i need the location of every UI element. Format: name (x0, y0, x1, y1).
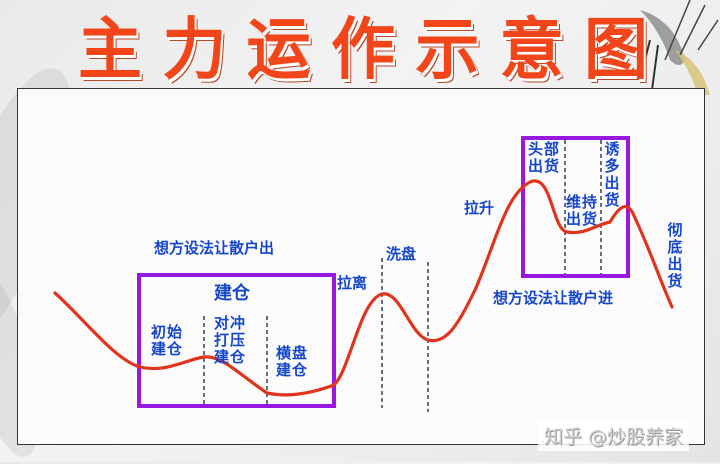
stage-pull-away: 拉离 (337, 274, 368, 292)
stage-initial-accumulation: 初始建仓 (151, 323, 184, 358)
stage-hedge-suppress-accumulation: 对冲打压建仓 (214, 314, 247, 366)
caption-retail-out: 想方设法让散户出 (154, 239, 275, 257)
fish-illustration-icon (639, 0, 719, 95)
title-char: 力 (162, 11, 227, 90)
title-char: 意 (499, 11, 564, 90)
title-char: 图 (583, 11, 648, 90)
stage-pull-up: 拉升 (464, 199, 495, 217)
caption-retail-in: 想方设法让散户进 (493, 289, 614, 307)
stage-washout: 洗盘 (386, 245, 417, 263)
title-char: 主 (78, 11, 142, 90)
title-char: 运 (246, 11, 311, 90)
stage-sideways-accumulation: 横盘建仓 (276, 344, 309, 379)
price-curve (53, 179, 674, 397)
title-char: 作 (330, 11, 395, 90)
stage-maintain-distribution: 维持出货 (566, 193, 599, 228)
stage-top-distribution: 头部出货 (528, 140, 561, 175)
stage-final-sell: 彻底出货 (667, 221, 683, 290)
diagram-panel (17, 88, 705, 445)
page-title: 主 力 运 作 示 意 图 (78, 6, 648, 89)
stage-lure-distribution: 诱多出货 (604, 140, 620, 209)
title-char: 示 (415, 11, 480, 90)
watermark: 知乎 @炒股养家 (538, 420, 690, 451)
accumulation-box-title: 建仓 (214, 283, 250, 304)
accumulation-box (137, 273, 336, 408)
